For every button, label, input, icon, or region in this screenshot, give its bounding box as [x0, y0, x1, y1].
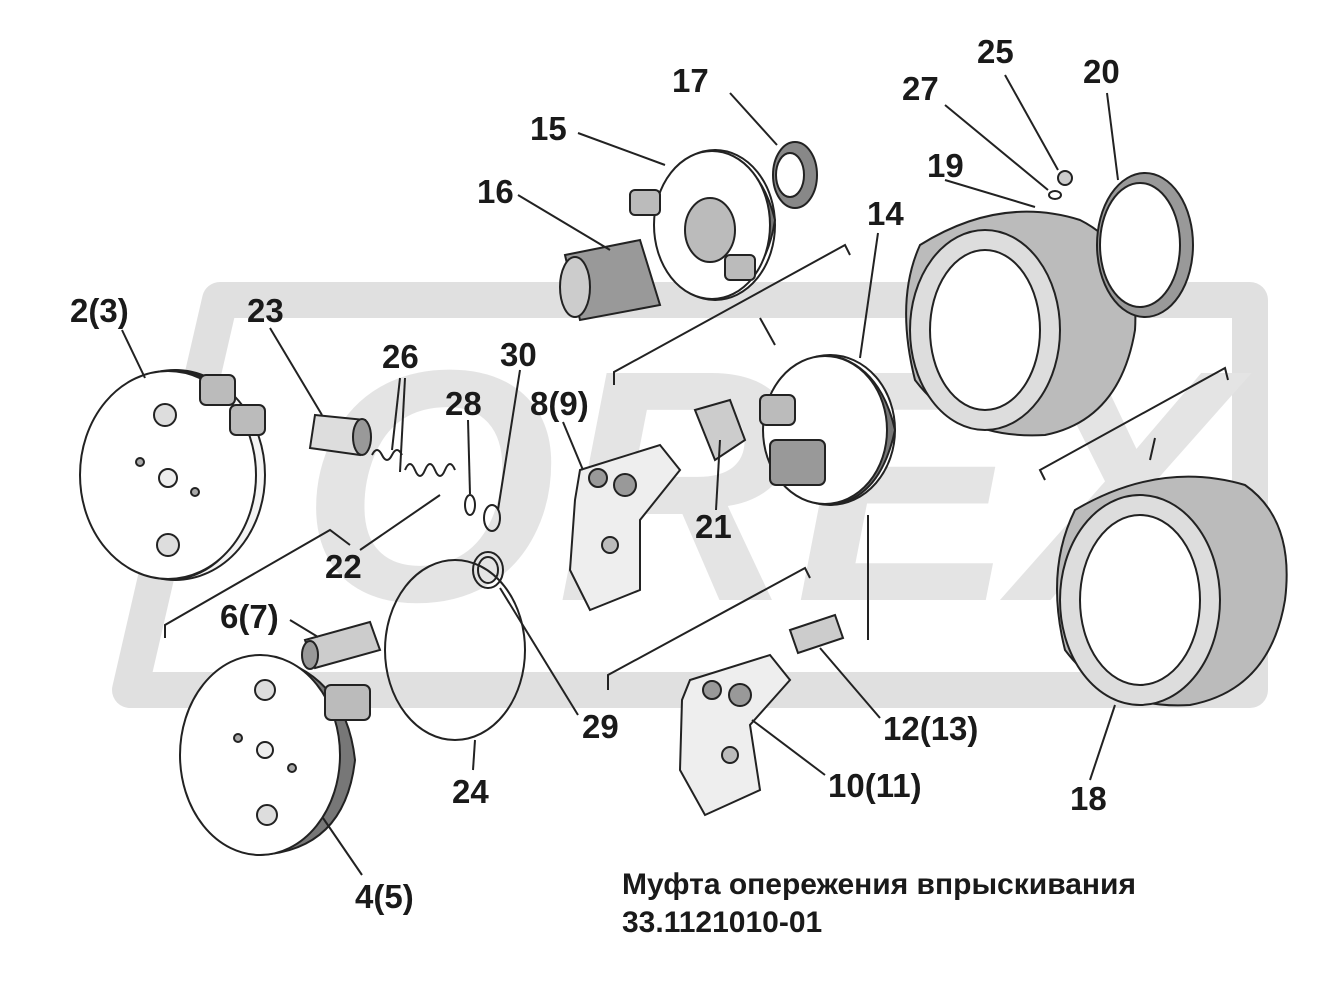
part-16-splined-sleeve: [559, 238, 662, 322]
part-23-bushing: [308, 413, 372, 457]
label-30: 30: [500, 336, 537, 373]
part-15-hub-disk: [629, 149, 777, 301]
label-26: 26: [382, 338, 419, 375]
part-2-3-plate: [79, 369, 266, 581]
label-14: 14: [867, 195, 904, 232]
part-24-o-ring: [384, 559, 526, 741]
part-4-5-plate: [179, 654, 371, 856]
part-26-springs: [371, 449, 456, 477]
part-20-ring: [1096, 172, 1194, 318]
label-25: 25: [977, 33, 1014, 70]
leader-lines: [121, 74, 1119, 876]
label-18: 18: [1070, 780, 1107, 817]
part-labels: 17 25 20 27 15 19 16 14 2(3) 23 26 30 28…: [70, 33, 1120, 915]
diagram-caption: Муфта опережения впрыскивания 33.1121010…: [622, 866, 1136, 942]
label-21: 21: [695, 508, 732, 545]
part-6-7-pin: [301, 620, 382, 670]
label-20: 20: [1083, 53, 1120, 90]
label-23: 23: [247, 292, 284, 329]
part-17-bearing: [772, 141, 818, 209]
label-8-9: 8(9): [530, 385, 589, 422]
part-14-hub-assembly: [759, 354, 897, 506]
label-4-5: 4(5): [355, 878, 414, 915]
label-28: 28: [445, 385, 482, 422]
caption-code: 33.1121010-01: [622, 906, 823, 939]
part-21-slider: [693, 398, 747, 462]
part-10-11-weight: [678, 653, 792, 817]
label-17: 17: [672, 62, 709, 99]
label-15: 15: [530, 110, 567, 147]
part-12-13-pin: [788, 613, 845, 655]
label-10-11: 10(11): [828, 767, 922, 804]
label-27: 27: [902, 70, 939, 107]
part-8-9-weight: [568, 443, 682, 612]
label-12-13: 12(13): [883, 710, 978, 747]
label-29: 29: [582, 708, 619, 745]
part-25-27-small: [1048, 170, 1073, 200]
label-6-7: 6(7): [220, 598, 279, 635]
label-19: 19: [927, 147, 964, 184]
label-24: 24: [452, 773, 489, 810]
label-16: 16: [477, 173, 514, 210]
label-22: 22: [325, 548, 362, 585]
label-2-3: 2(3): [70, 292, 129, 329]
part-18-housing: [1056, 475, 1288, 707]
part-28-30-29-rings: [464, 494, 504, 589]
assembly-brackets: [164, 243, 1229, 690]
caption-title: Муфта опережения впрыскивания: [622, 868, 1136, 901]
part-19-housing: [905, 210, 1137, 437]
